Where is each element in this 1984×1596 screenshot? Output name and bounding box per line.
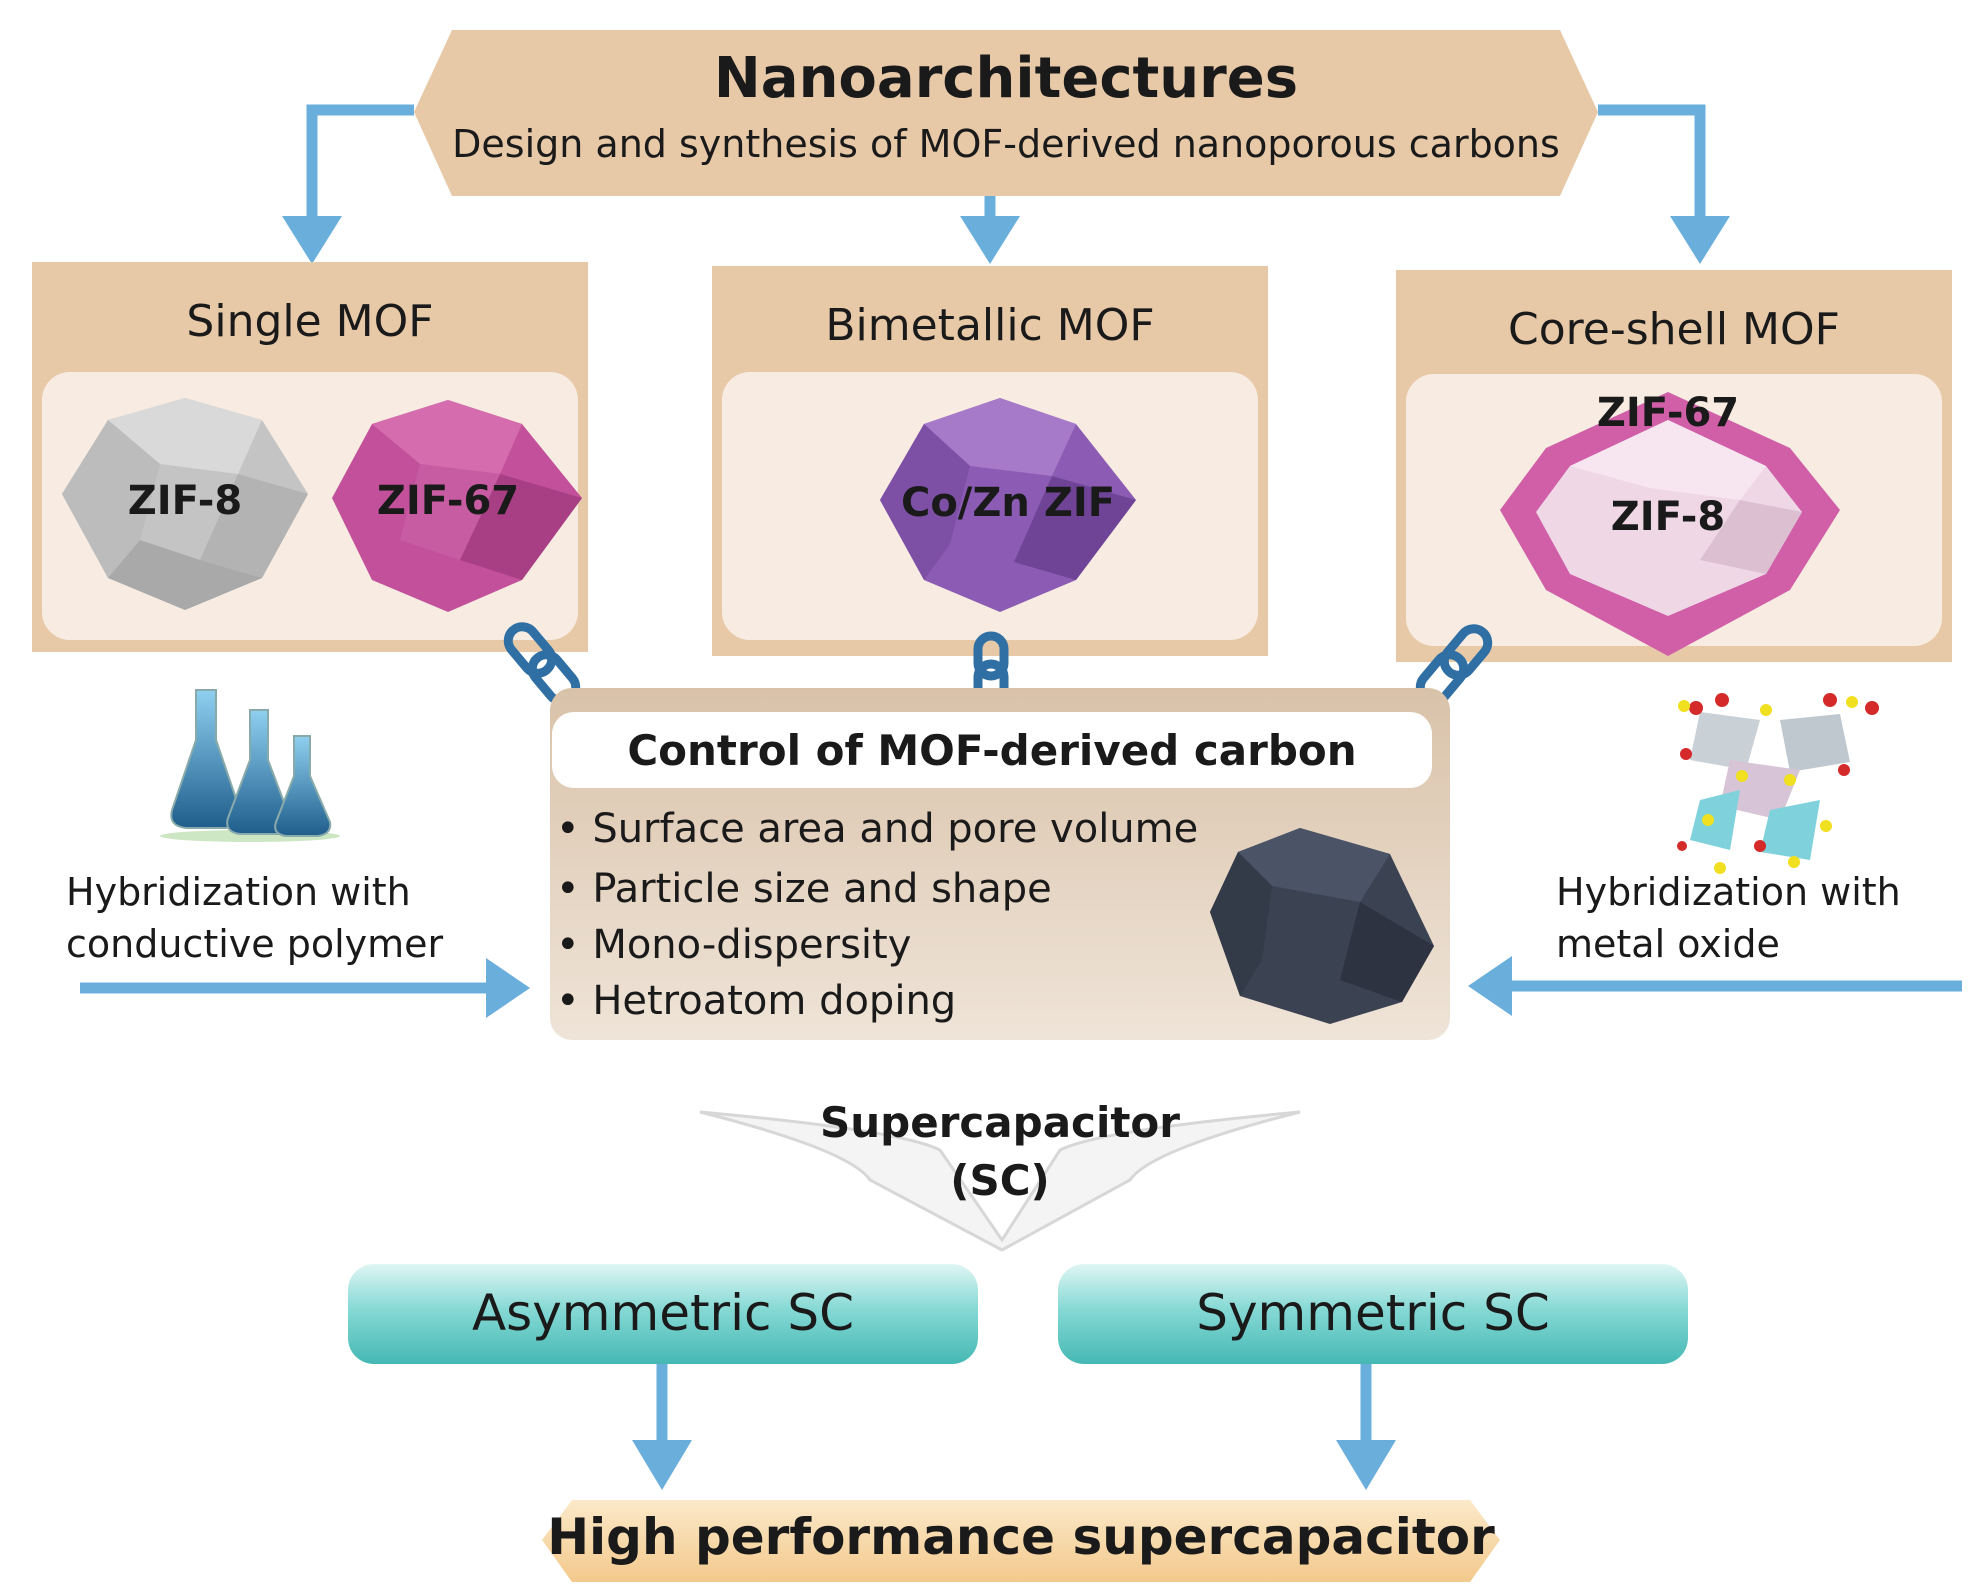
hybrid-right-text: Hybridization with metal oxide xyxy=(1556,866,1956,970)
top-arrowheads xyxy=(282,216,1730,264)
control-item: • Mono-dispersity xyxy=(556,922,912,968)
supercapacitor-line1: Supercapacitor xyxy=(820,1098,1180,1147)
side-arrows xyxy=(80,956,1962,1018)
hybrid-right-line2: metal oxide xyxy=(1556,922,1780,966)
result-banner xyxy=(542,1500,1500,1582)
asymmetric-sc-box xyxy=(348,1264,978,1364)
control-title: Control of MOF-derived carbon xyxy=(627,726,1357,775)
header-subtitle: Design and synthesis of MOF-derived nano… xyxy=(452,122,1560,166)
hybrid-left-text: Hybridization with conductive polymer xyxy=(66,866,486,970)
carbon-polyhedron xyxy=(1210,828,1434,1024)
asymmetric-sc-label: Asymmetric SC xyxy=(471,1284,855,1342)
core-shell-zif-67-label: ZIF-67 xyxy=(1596,390,1740,436)
core-shell-zif-8-label: ZIF-8 xyxy=(1610,494,1726,540)
control-item-text: Surface area and pore volume xyxy=(592,806,1199,852)
zif-8-polyhedron xyxy=(62,398,308,610)
control-item-text: Hetroatom doping xyxy=(592,978,957,1024)
header-banner xyxy=(414,30,1598,196)
control-item-text: Particle size and shape xyxy=(592,866,1052,912)
supercapacitor-funnel xyxy=(699,1110,1301,1252)
core-shell-polyhedron xyxy=(1500,392,1840,656)
bimetallic-mof-title: Bimetallic MOF xyxy=(825,300,1155,351)
header-title: Nanoarchitectures xyxy=(713,46,1299,111)
co-zn-zif-polyhedron xyxy=(880,398,1136,612)
result-label: High performance supercapacitor xyxy=(547,1508,1495,1566)
supercapacitor-line2: (SC) xyxy=(950,1156,1050,1205)
zif-67-polyhedron xyxy=(332,400,582,612)
hybrid-left-line1: Hybridization with xyxy=(66,870,411,914)
supercapacitor-label: Supercapacitor (SC) xyxy=(760,1094,1240,1210)
control-item: • Surface area and pore volume xyxy=(556,806,1199,852)
hybrid-right-line1: Hybridization with xyxy=(1556,870,1901,914)
control-title-box xyxy=(552,712,1432,788)
hybrid-left-line2: conductive polymer xyxy=(66,922,444,966)
control-item: • Particle size and shape xyxy=(556,866,1052,912)
flasks-icon xyxy=(160,689,340,842)
co-zn-zif-label: Co/Zn ZIF xyxy=(900,480,1116,526)
single-mof-title: Single MOF xyxy=(186,296,434,347)
control-item-text: Mono-dispersity xyxy=(592,922,912,968)
crystal-structure-icon xyxy=(1677,693,1879,874)
bottom-arrows xyxy=(632,1364,1396,1490)
zif-8-label: ZIF-8 xyxy=(127,478,243,524)
zif-67-label: ZIF-67 xyxy=(376,478,520,524)
control-item: • Hetroatom doping xyxy=(556,978,957,1024)
core-shell-mof-title: Core-shell MOF xyxy=(1508,304,1840,355)
symmetric-sc-label: Symmetric SC xyxy=(1196,1284,1550,1342)
symmetric-sc-box xyxy=(1058,1264,1688,1364)
